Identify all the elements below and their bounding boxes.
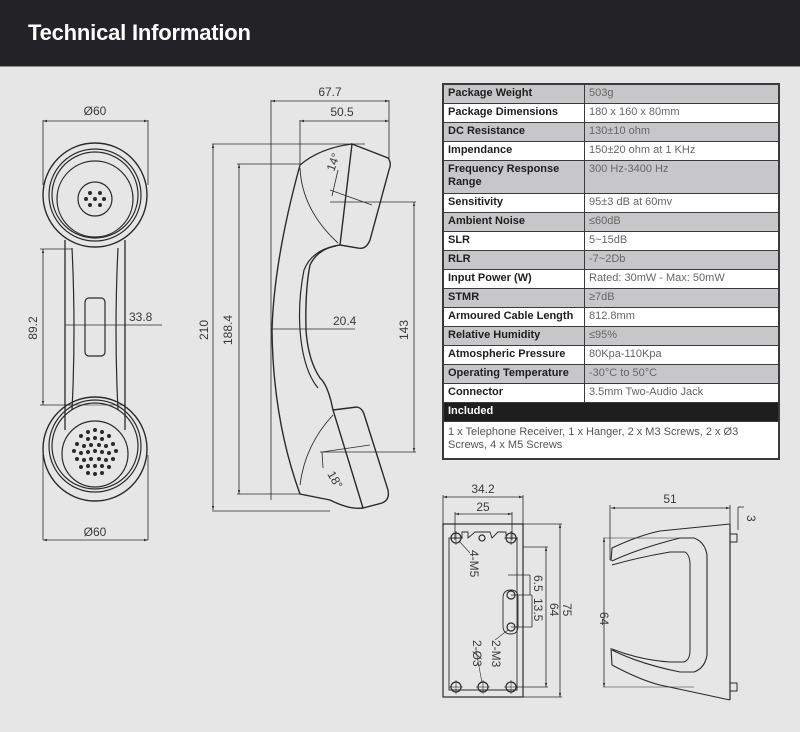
dim-front-top-diameter: Ø60 xyxy=(84,104,107,118)
included-heading: Included xyxy=(442,402,780,422)
spec-value: 180 x 160 x 80mm xyxy=(584,103,780,123)
spec-label: Sensitivity xyxy=(442,193,585,213)
spec-label: Relative Humidity xyxy=(442,326,585,346)
spec-label: SLR xyxy=(442,231,585,251)
spec-row: Relative Humidity≤95% xyxy=(442,326,780,346)
spec-value: 300 Hz-3400 Hz xyxy=(584,160,780,194)
dim-side-inner-width: 50.5 xyxy=(330,105,354,119)
spec-value: 80Kpa-110Kpa xyxy=(584,345,780,365)
spec-label: Impendance xyxy=(442,141,585,161)
included-body-row: 1 x Telephone Receiver, 1 x Hanger, 2 x … xyxy=(442,421,780,460)
spec-value: 95±3 dB at 60mv xyxy=(584,193,780,213)
spec-value: 150±20 ohm at 1 KHz xyxy=(584,141,780,161)
spec-row: Ambient Noise≤60dB xyxy=(442,212,780,232)
spec-value: ≤60dB xyxy=(584,212,780,232)
mouthpiece-holes xyxy=(72,428,118,476)
dim-plate-75: 75 xyxy=(560,603,574,617)
spec-label: Connector xyxy=(442,383,585,403)
spec-value: 130±10 ohm xyxy=(584,122,780,142)
dim-plate-outer-width: 34.2 xyxy=(471,482,495,496)
spec-label: RLR xyxy=(442,250,585,270)
spec-row: Input Power (W)Rated: 30mW - Max: 50mW xyxy=(442,269,780,289)
page-title: Technical Information xyxy=(28,20,251,45)
dim-side-inner-height: 188.4 xyxy=(221,315,235,345)
spec-label: Operating Temperature xyxy=(442,364,585,384)
spec-row: RLR-7~2Db xyxy=(442,250,780,270)
dim-plate-hole-spacing: 25 xyxy=(476,500,490,514)
spec-value: 3.5mm Two-Audio Jack xyxy=(584,383,780,403)
dim-front-handle-width: 33.8 xyxy=(129,310,153,324)
mounting-plate-drawing xyxy=(442,495,562,698)
spec-label: Package Dimensions xyxy=(442,103,585,123)
handset-side-view xyxy=(211,99,416,512)
dim-plate-13-5: 13.5 xyxy=(531,598,545,622)
dim-side-top-angle: 14° xyxy=(324,151,343,173)
dim-plate-64: 64 xyxy=(547,603,561,617)
hanger-drawing xyxy=(602,505,744,701)
dim-side-total-height: 210 xyxy=(197,320,211,340)
included-text: 1 x Telephone Receiver, 1 x Hanger, 2 x … xyxy=(442,421,780,460)
dim-front-bottom-diameter: Ø60 xyxy=(84,525,107,539)
included-header-row: Included xyxy=(442,402,780,422)
spec-row: Operating Temperature-30°C to 50°C xyxy=(442,364,780,384)
spec-label: STMR xyxy=(442,288,585,308)
label-screw-m3: 2-M3 xyxy=(489,640,503,668)
dim-side-neck-width: 20.4 xyxy=(333,314,357,328)
dim-front-handle-length: 89.2 xyxy=(26,316,40,340)
dim-side-bottom-angle: 18° xyxy=(324,469,345,492)
dim-plate-6-5: 6.5 xyxy=(531,575,545,592)
spec-value: ≤95% xyxy=(584,326,780,346)
spec-label: Ambient Noise xyxy=(442,212,585,232)
earpiece-holes xyxy=(84,191,106,207)
spec-label: Package Weight xyxy=(442,83,585,104)
spec-value: -7~2Db xyxy=(584,250,780,270)
spec-label: DC Resistance xyxy=(442,122,585,142)
dim-hanger-thickness: 3 xyxy=(744,515,758,522)
header-bar: Technical Information xyxy=(0,0,800,67)
spec-label: Input Power (W) xyxy=(442,269,585,289)
label-screw-d3: 2-Ø3 xyxy=(470,640,484,667)
handset-front-view xyxy=(40,119,162,542)
spec-label: Armoured Cable Length xyxy=(442,307,585,327)
spec-value: ≥7dB xyxy=(584,288,780,308)
spec-value: 812.8mm xyxy=(584,307,780,327)
dim-side-cup-span: 143 xyxy=(397,320,411,340)
spec-value: Rated: 30mW - Max: 50mW xyxy=(584,269,780,289)
dim-hanger-height: 64 xyxy=(597,612,611,626)
label-screw-m5: 4-M5 xyxy=(467,550,481,578)
spec-label: Frequency Response Range xyxy=(442,160,585,194)
spec-value: 503g xyxy=(584,83,780,104)
dim-side-outer-width: 67.7 xyxy=(318,85,342,99)
dim-hanger-depth: 51 xyxy=(663,492,677,506)
spec-label: Atmospheric Pressure xyxy=(442,345,585,365)
spec-value: 5~15dB xyxy=(584,231,780,251)
spec-row: STMR≥7dB xyxy=(442,288,780,308)
spec-value: -30°C to 50°C xyxy=(584,364,780,384)
